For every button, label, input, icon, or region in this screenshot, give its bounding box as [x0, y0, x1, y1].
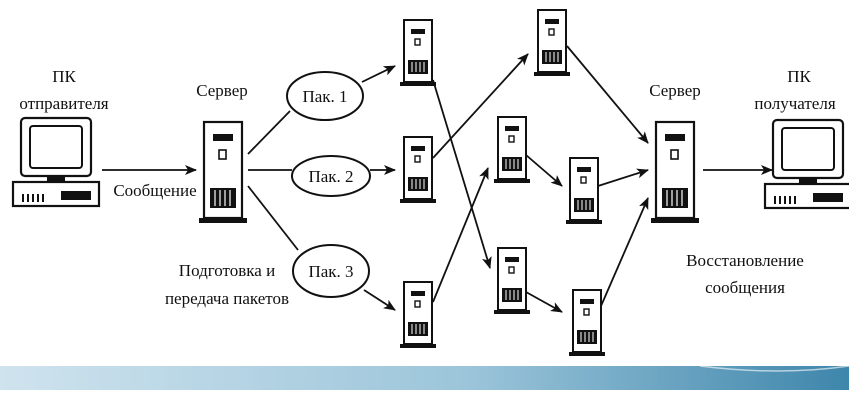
right-server-label: Сервер	[649, 81, 701, 100]
router-icon	[533, 9, 571, 77]
restore-label-line2: сообщения	[705, 278, 785, 297]
router-icon	[399, 19, 437, 87]
packet-3: Пак. 3	[292, 244, 370, 298]
right-server-icon	[649, 120, 701, 225]
prep-label-line1: Подготовка и	[179, 261, 275, 280]
packet-1-label: Пак. 1	[302, 87, 347, 106]
sender-pc-label: ПК	[52, 67, 76, 86]
sender-pc-label-2: отправителя	[19, 94, 108, 113]
router-icon	[493, 247, 531, 315]
left-server-icon	[197, 120, 249, 225]
router-icon	[399, 136, 437, 204]
router-icon	[568, 289, 606, 357]
connection-lines	[102, 45, 773, 313]
receiver-pc-label: ПК	[787, 67, 811, 86]
bottom-banner	[0, 366, 849, 390]
router-icon	[565, 157, 603, 225]
prep-label-line2: передача пакетов	[165, 289, 289, 308]
restore-label-line1: Восстановление	[686, 251, 804, 270]
receiver-pc-label-2: получателя	[754, 94, 835, 113]
receiver-pc-icon	[763, 118, 849, 210]
packet-1: Пак. 1	[286, 71, 364, 121]
router-icon	[399, 281, 437, 349]
message-label: Сообщение	[113, 181, 196, 200]
packet-2: Пак. 2	[291, 155, 371, 197]
packet-2-label: Пак. 2	[308, 167, 353, 186]
left-server-label: Сервер	[196, 81, 248, 100]
packet-3-label: Пак. 3	[308, 262, 353, 281]
router-icon	[493, 116, 531, 184]
sender-pc-icon	[11, 116, 101, 208]
